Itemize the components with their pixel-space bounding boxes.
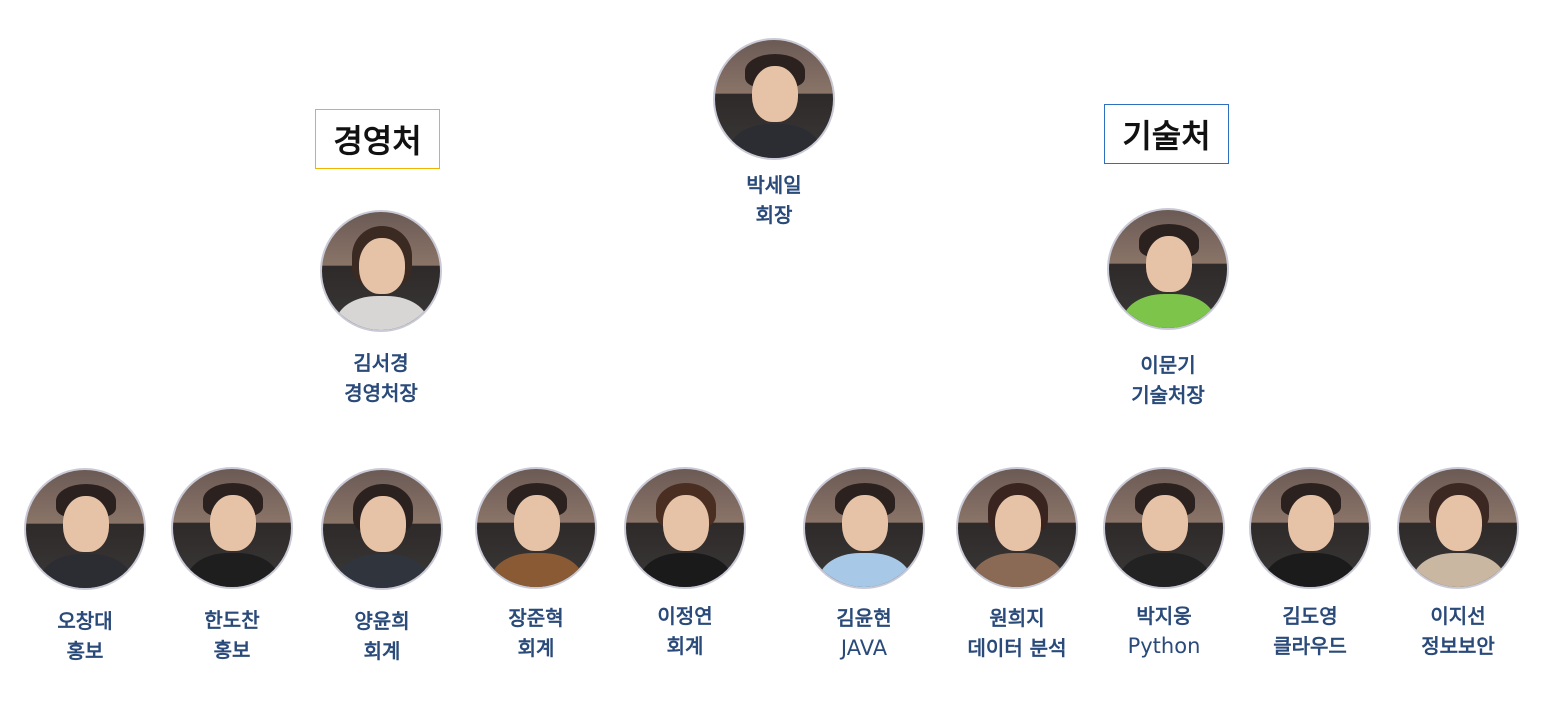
member-role: 데이터 분석 <box>967 636 1067 660</box>
avatar-photo <box>475 467 597 589</box>
member-name: 박세일 <box>746 173 802 197</box>
member-role: 회계 <box>517 636 555 660</box>
member-name: 이지선 <box>1430 604 1486 628</box>
avatar-photo <box>321 468 443 590</box>
member-name: 한도찬 <box>204 608 260 632</box>
member-card: 오창대 홍보 <box>0 468 185 666</box>
member-card: 김도영 클라우드 <box>1210 467 1410 661</box>
avatar-photo <box>320 210 442 332</box>
member-name: 박지웅 <box>1136 604 1192 628</box>
avatar-photo <box>1107 208 1229 330</box>
member-name: 김서경 <box>353 351 409 375</box>
member-role: 기술처장 <box>1131 383 1205 407</box>
member-card-tech-head: 이문기 기술처장 <box>1068 208 1268 410</box>
member-card: 이지선 정보보안 <box>1358 467 1547 661</box>
member-name: 원희지 <box>989 606 1045 630</box>
member-role: 홍보 <box>66 639 104 663</box>
avatar-photo <box>803 467 925 589</box>
member-role: JAVA <box>840 636 888 660</box>
member-card: 양윤희 회계 <box>282 468 482 666</box>
avatar-photo <box>1397 467 1519 589</box>
member-card-management-head: 김서경 경영처장 <box>281 210 481 408</box>
avatar-photo <box>171 467 293 589</box>
department-tech-label: 기술처 <box>1104 104 1229 164</box>
member-role: 클라우드 <box>1273 634 1347 658</box>
avatar-photo <box>713 38 835 160</box>
member-name: 이정연 <box>657 604 713 628</box>
member-card: 김윤현 JAVA <box>764 467 964 663</box>
member-card: 박지웅 Python <box>1064 467 1264 661</box>
member-name: 양윤희 <box>354 609 410 633</box>
member-role: 정보보안 <box>1421 634 1495 658</box>
member-role: 회계 <box>666 634 704 658</box>
member-role: 회장 <box>755 203 793 227</box>
avatar-photo <box>1103 467 1225 589</box>
member-name: 이문기 <box>1140 353 1196 377</box>
member-role: 홍보 <box>213 638 251 662</box>
avatar-photo <box>956 467 1078 589</box>
member-role: 경영처장 <box>344 381 418 405</box>
member-name: 오창대 <box>57 609 113 633</box>
avatar-photo <box>624 467 746 589</box>
member-card: 원희지 데이터 분석 <box>917 467 1117 663</box>
avatar-photo <box>1249 467 1371 589</box>
department-management-label: 경영처 <box>315 109 440 169</box>
member-role: Python <box>1127 634 1201 658</box>
member-card: 한도찬 홍보 <box>132 467 332 665</box>
member-name: 김도영 <box>1282 604 1338 628</box>
member-role: 회계 <box>363 639 401 663</box>
member-name: 장준혁 <box>508 606 564 630</box>
member-name: 김윤현 <box>836 606 892 630</box>
member-card-president: 박세일 회장 <box>674 38 874 230</box>
avatar-photo <box>24 468 146 590</box>
member-card: 장준혁 회계 <box>436 467 636 663</box>
member-card: 이정연 회계 <box>585 467 785 661</box>
